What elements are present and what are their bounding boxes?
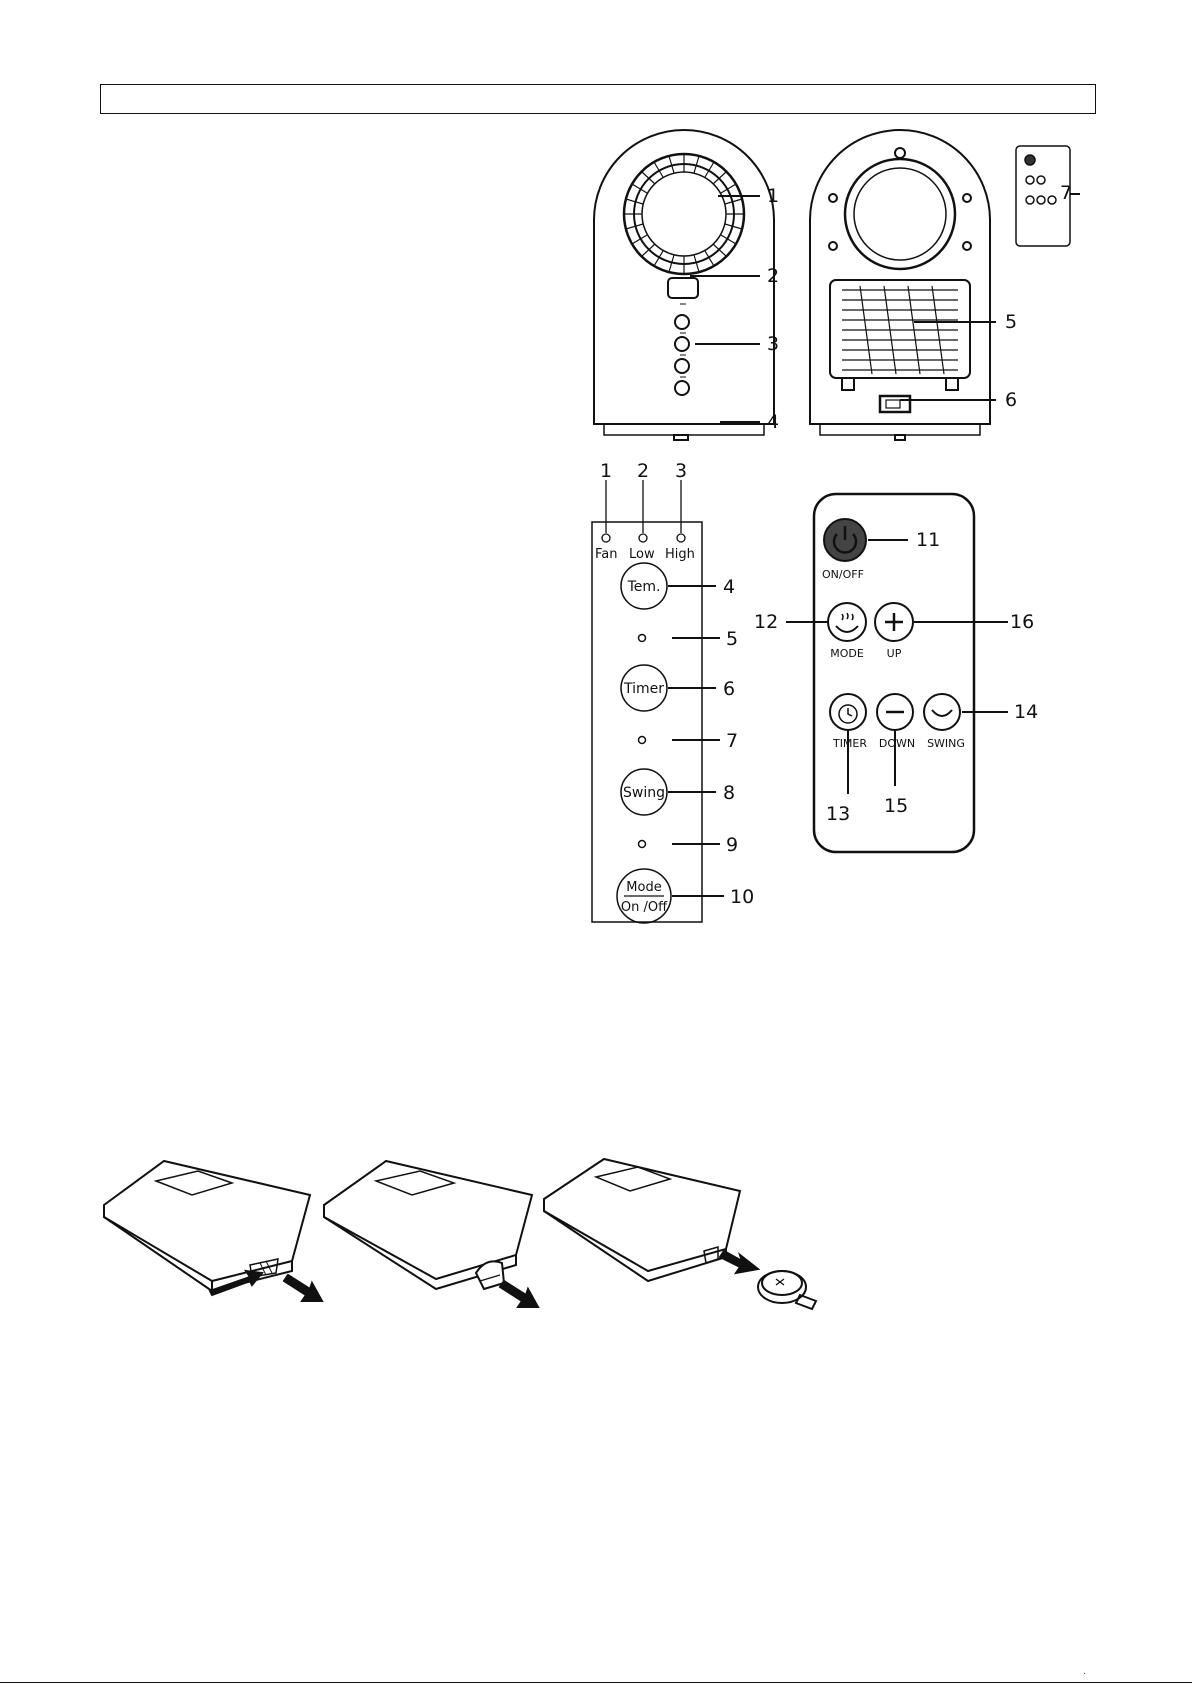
remote-callout-12: 12 bbox=[754, 611, 778, 633]
panel-callout-5: 5 bbox=[726, 628, 738, 650]
panel-callout-6: 6 bbox=[723, 678, 735, 700]
bottom-rule bbox=[0, 1682, 1192, 1683]
indicator-label-low: Low bbox=[629, 547, 655, 562]
heater-back-view bbox=[810, 130, 990, 440]
heater-callout-1: 1 bbox=[767, 185, 779, 207]
tem-button-label: Tem. bbox=[627, 579, 661, 595]
indicator-number-2: 2 bbox=[637, 460, 649, 482]
remote-callout-14: 14 bbox=[1014, 701, 1038, 723]
timer-button-label: Timer bbox=[623, 681, 664, 697]
remote-label-swing: SWING bbox=[927, 737, 965, 750]
heater-callout-6: 6 bbox=[1005, 389, 1017, 411]
mode-button-label-bottom: On /Off bbox=[621, 900, 668, 915]
header-box bbox=[100, 84, 1096, 114]
indicator-number-3: 3 bbox=[675, 460, 687, 482]
heater-callout-7: 7 bbox=[1060, 182, 1072, 204]
remote-label-mode: MODE bbox=[830, 647, 864, 660]
corner-mark: · bbox=[1083, 1668, 1086, 1679]
heater-callout-3: 3 bbox=[767, 333, 779, 355]
remote-callout-16: 16 bbox=[1010, 611, 1034, 633]
heater-views-figure: 1 2 3 4 5 6 7 bbox=[560, 128, 1080, 448]
panel-callout-4: 4 bbox=[723, 576, 735, 598]
panel-callout-9: 9 bbox=[726, 834, 738, 856]
remote-label-up: UP bbox=[887, 647, 902, 660]
remote-label-timer: TIMER bbox=[832, 737, 867, 750]
indicator-label-high: High bbox=[665, 547, 695, 562]
mode-button-label-top: Mode bbox=[626, 880, 661, 895]
remote-label-onoff: ON/OFF bbox=[822, 568, 864, 581]
indicator-number-1: 1 bbox=[600, 460, 612, 482]
remote-callout-11: 11 bbox=[916, 529, 940, 551]
swing-icon bbox=[924, 694, 960, 730]
battery-step-3 bbox=[544, 1159, 816, 1309]
mode-heat-icon bbox=[828, 603, 866, 641]
indicator-label-fan: Fan bbox=[595, 547, 618, 562]
remote-label-down: DOWN bbox=[879, 737, 915, 750]
heater-callout-2: 2 bbox=[767, 265, 779, 287]
panel-callout-10: 10 bbox=[730, 886, 754, 908]
remote-callout-15: 15 bbox=[884, 795, 908, 817]
panel-callout-7: 7 bbox=[726, 730, 738, 752]
heater-front-view bbox=[594, 130, 774, 440]
panel-callout-8: 8 bbox=[723, 782, 735, 804]
remote-control-figure: ON/OFF MODE UP TIMER DOWN SWING 11 12 16… bbox=[740, 490, 1060, 870]
remote-callout-13: 13 bbox=[826, 803, 850, 825]
battery-step-1 bbox=[104, 1161, 322, 1301]
battery-step-2 bbox=[324, 1161, 538, 1307]
heater-callout-4: 4 bbox=[767, 411, 779, 433]
heater-callout-5: 5 bbox=[1005, 311, 1017, 333]
battery-steps-figure bbox=[100, 1155, 820, 1315]
swing-button-label: Swing bbox=[623, 785, 665, 801]
